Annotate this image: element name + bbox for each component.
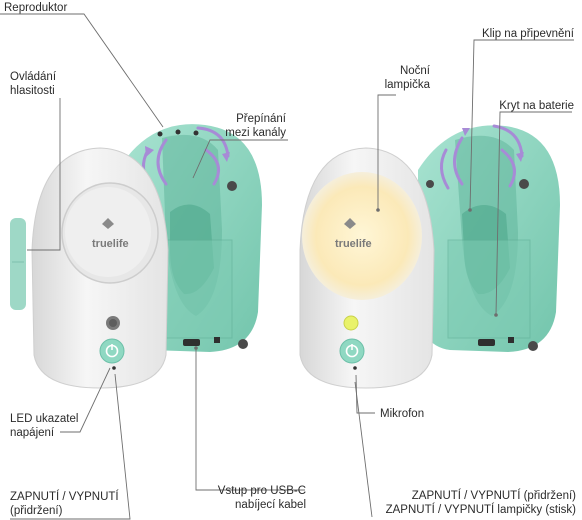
label-prepinani-line2: mezi kanály bbox=[225, 127, 286, 139]
label-nocni-line1: Noční bbox=[399, 65, 430, 77]
right-back-unit bbox=[418, 125, 560, 352]
label-ovladani-hlasitosti: Ovládání hlasitosti bbox=[10, 70, 56, 98]
label-zapnuti-right-line1: ZAPNUTÍ / VYPNUTÍ (přidržení) bbox=[411, 490, 576, 502]
label-zapnuti-right: ZAPNUTÍ / VYPNUTÍ (přidržení) ZAPNUTÍ / … bbox=[330, 489, 576, 517]
label-led-line2: napájení bbox=[10, 427, 55, 439]
label-ovladani-line2: hlasitosti bbox=[10, 85, 55, 97]
right-front-unit bbox=[299, 147, 435, 389]
label-reproduktor: Reproduktor bbox=[4, 2, 68, 14]
label-ovladani-line1: Ovládání bbox=[10, 71, 57, 83]
label-usb-line1: Vstup pro USB-C bbox=[217, 485, 306, 497]
label-led-ukazatel: LED ukazatel napájení bbox=[10, 412, 78, 440]
left-front-unit bbox=[10, 147, 169, 389]
label-nocni-lampicka: Noční lampička bbox=[360, 64, 430, 92]
label-usb-c: Vstup pro USB-C nabíjecí kabel bbox=[196, 484, 306, 512]
label-zapnuti-right-line2: ZAPNUTÍ / VYPNUTÍ lampičky (stisk) bbox=[385, 504, 576, 516]
leader-lines bbox=[0, 13, 574, 520]
label-prepinani-line1: Přepínání bbox=[236, 113, 286, 125]
label-led-line1: LED ukazatel bbox=[10, 413, 79, 425]
brand-logo-right: truelife bbox=[335, 238, 372, 250]
brand-logo-left: truelife bbox=[92, 238, 129, 250]
label-mikrofon: Mikrofon bbox=[380, 408, 425, 420]
label-usb-line2: nabíjecí kabel bbox=[235, 499, 306, 511]
label-klip: Klip na připevnění bbox=[481, 28, 574, 40]
label-kryt-baterie: Kryt na baterie bbox=[499, 100, 574, 112]
label-prepinani-kanalu: Přepínání mezi kanály bbox=[222, 112, 286, 140]
label-zapnuti-left: ZAPNUTÍ / VYPNUTÍ (přidržení) bbox=[10, 490, 119, 518]
label-nocni-line2: lampička bbox=[384, 79, 430, 91]
leader-dots bbox=[194, 208, 498, 350]
label-zapnuti-left-line2: (přidržení) bbox=[10, 505, 63, 517]
clip-arrows bbox=[440, 124, 524, 190]
label-zapnuti-left-line1: ZAPNUTÍ / VYPNUTÍ bbox=[10, 491, 119, 503]
